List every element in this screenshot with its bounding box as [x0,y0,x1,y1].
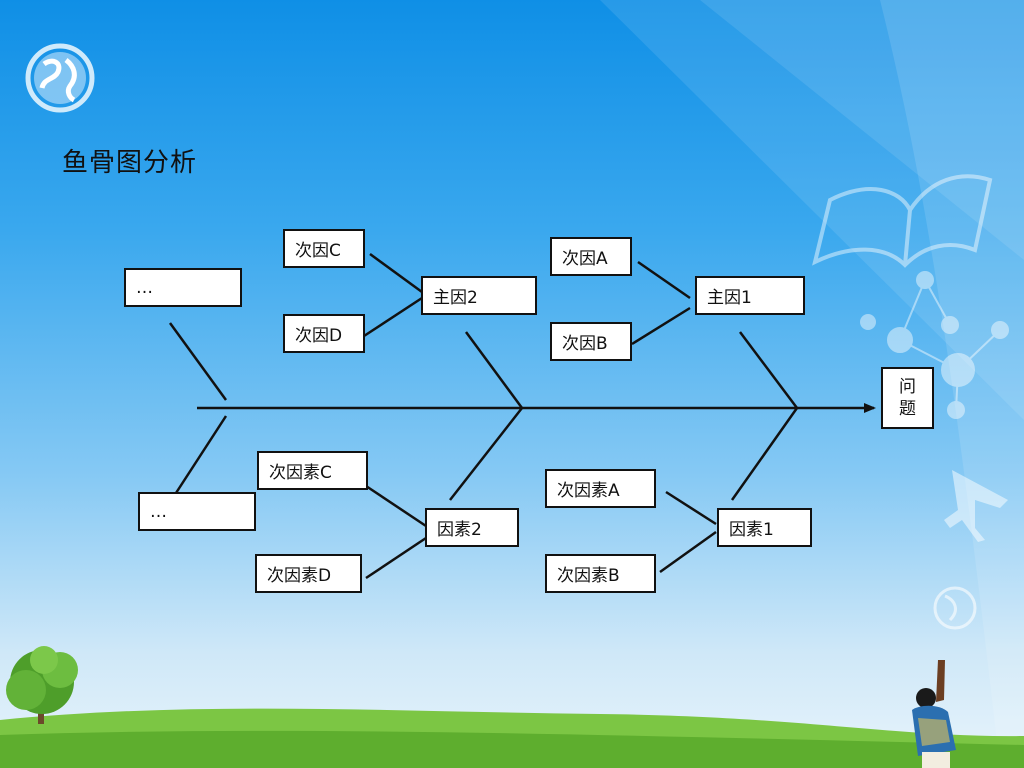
bone-sub-b [631,306,691,346]
bone-main2 [464,331,524,409]
sub-cause-b-box: 次因B [550,322,632,361]
bone-ellipsis-bottom [174,415,228,494]
sub-factor-c-box: 次因素C [257,451,368,490]
main-cause-1-box: 主因1 [695,276,805,315]
factor-1-box: 因素1 [717,508,812,547]
sub-factor-d-box: 次因素D [255,554,362,593]
sub-factor-a-box: 次因素A [545,469,656,508]
bone-ellipsis-top [168,322,228,401]
factor-2-box: 因素2 [425,508,519,547]
airplane-icon [944,470,1008,542]
problem-label-line1: 问 [899,377,916,397]
bone-factor1 [730,407,799,501]
bone-sub-d [363,296,423,338]
molecule-icon [860,271,1009,419]
small-globe-icon [933,586,977,630]
sub-factor-b-box: 次因素B [545,554,656,593]
bone-subfactor-a [665,490,717,526]
bone-sub-a [637,260,691,300]
bone-sub-c [369,252,423,294]
ellipsis-top-box: … [124,268,242,307]
bone-subfactor-d [365,536,427,580]
bone-factor2 [449,407,523,501]
main-cause-2-box: 主因2 [421,276,537,315]
sub-cause-a-box: 次因A [550,237,632,276]
tree-icon [6,646,78,724]
bone-subfactor-c [365,484,427,528]
problem-box: 问 题 [881,367,934,429]
page-title: 鱼骨图分析 [62,148,198,178]
problem-label-line2: 题 [899,399,916,419]
person-icon [912,660,956,768]
book-icon [812,174,993,268]
bone-subfactor-b [659,530,717,574]
sub-cause-d-box: 次因D [283,314,365,353]
sub-cause-c-box: 次因C [283,229,365,268]
ellipsis-bottom-box: … [138,492,256,531]
globe-logo-icon [25,43,95,113]
bone-main1 [739,331,798,409]
